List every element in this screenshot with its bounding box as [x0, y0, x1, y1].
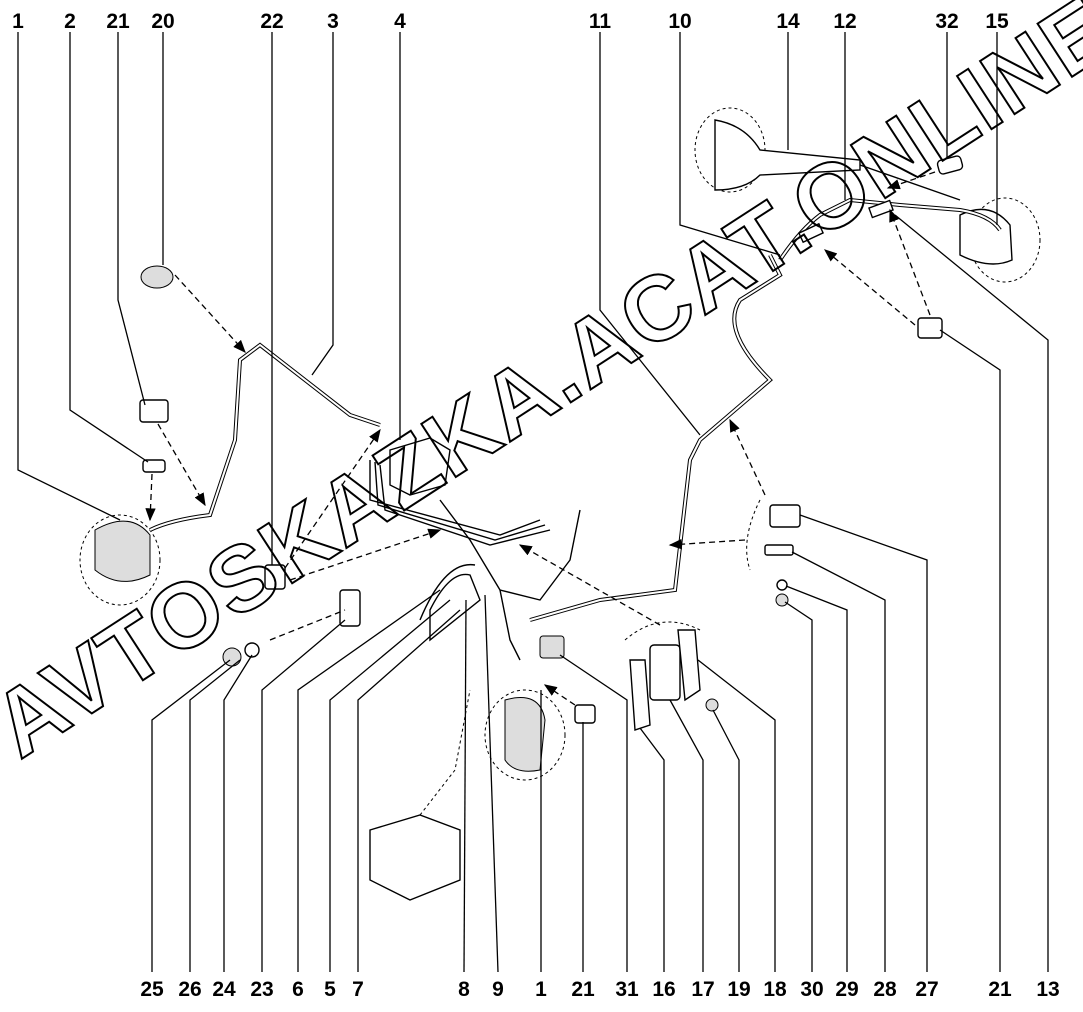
- part-31-grommet: [539, 635, 565, 659]
- top-callouts: 1 2 21 20 22 3 4 11 10 14 12 32 15: [12, 10, 1009, 33]
- callout-13: 13: [1036, 978, 1059, 1001]
- master-cylinder-and-pipes: [369, 437, 581, 661]
- rear-axle: [694, 107, 1041, 283]
- callout-6: 6: [292, 978, 304, 1001]
- callout-4: 4: [394, 10, 406, 33]
- front-right-brake: [484, 689, 566, 781]
- callout-7: 7: [352, 978, 364, 1001]
- callout-16: 16: [652, 978, 675, 1001]
- part-32-plug: [936, 155, 964, 175]
- part-21-clip-front: [574, 704, 596, 724]
- callout-17: 17: [691, 978, 714, 1001]
- callout-26: 26: [178, 978, 201, 1001]
- callout-25: 25: [140, 978, 164, 1001]
- callout-5: 5: [324, 978, 336, 1001]
- bottom-callouts: 25 26 24 23 6 5 7 8 9 1 21 31 16 17 19 1…: [140, 978, 1059, 1001]
- rear-brake-pipes: [529, 197, 1002, 622]
- callout-24: 24: [212, 978, 236, 1001]
- callout-30: 30: [800, 978, 823, 1001]
- part-2-bracket: [142, 459, 166, 473]
- callout-12: 12: [833, 10, 856, 33]
- front-left-brake: [79, 342, 381, 606]
- callout-23: 23: [250, 978, 273, 1001]
- callout-11: 11: [589, 10, 612, 33]
- part-21-clip: [139, 399, 169, 423]
- callout-29: 29: [835, 978, 858, 1001]
- callout-21-bottom: 21: [571, 978, 595, 1001]
- callout-27: 27: [915, 978, 938, 1001]
- callout-21: 21: [106, 10, 130, 33]
- part-23-clip: [339, 589, 361, 627]
- callout-18: 18: [763, 978, 787, 1001]
- callout-20: 20: [151, 10, 174, 33]
- callout-1-bottom: 1: [535, 978, 547, 1001]
- part-group-16-18: [518, 544, 719, 731]
- callout-32: 32: [935, 10, 958, 33]
- callout-22: 22: [260, 10, 283, 33]
- part-24-washer: [244, 642, 260, 658]
- part-22-clip: [264, 564, 286, 590]
- leader-lines: [17, 32, 1049, 973]
- callout-31: 31: [615, 978, 639, 1001]
- callout-8: 8: [458, 978, 470, 1001]
- part-21-clip-rear: [917, 317, 943, 339]
- callout-28: 28: [873, 978, 897, 1001]
- callout-3: 3: [327, 10, 339, 33]
- callout-15: 15: [985, 10, 1009, 33]
- callout-1: 1: [12, 10, 24, 33]
- abs-unit: [369, 689, 471, 901]
- callout-21-right: 21: [988, 978, 1012, 1001]
- part-20-grommet: [140, 265, 174, 289]
- callout-10: 10: [668, 10, 691, 33]
- callout-19: 19: [727, 978, 750, 1001]
- callout-14: 14: [776, 10, 800, 33]
- callout-9: 9: [492, 978, 504, 1001]
- part-group-27-30: [668, 418, 801, 607]
- callout-2: 2: [64, 10, 76, 33]
